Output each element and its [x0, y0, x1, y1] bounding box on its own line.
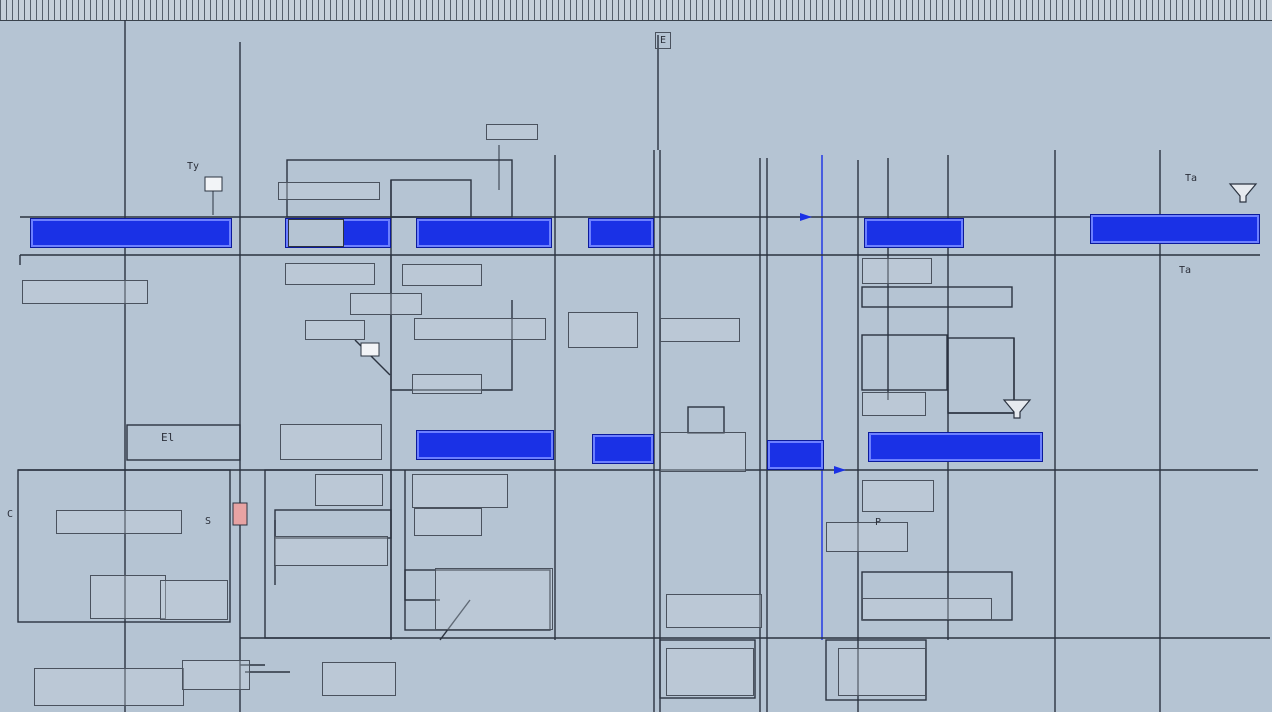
- label-ty: Ty: [187, 161, 200, 172]
- bar-g[interactable]: [416, 430, 554, 460]
- bar-b[interactable]: [285, 218, 391, 248]
- label-p: P: [875, 517, 882, 528]
- annotation-box: [414, 318, 546, 340]
- bar-a[interactable]: [30, 218, 232, 248]
- bar-b-inner-box: [288, 219, 344, 247]
- annotation-box: [22, 280, 148, 304]
- title-note: E: [655, 32, 672, 49]
- box: [687, 406, 725, 434]
- box: [861, 334, 948, 391]
- annotation-box: [486, 124, 538, 140]
- annotation-box: [862, 598, 992, 620]
- ruler-tick-strip: [0, 0, 1272, 21]
- label-el: El: [161, 431, 175, 444]
- marker: [232, 502, 248, 526]
- annotation-box: [862, 392, 926, 416]
- annotation-box: [90, 575, 166, 619]
- annotation-box: [412, 474, 508, 508]
- connector: [439, 599, 471, 641]
- annotation-box: [862, 258, 932, 284]
- bar-d[interactable]: [588, 218, 654, 248]
- annotation-box: [305, 320, 365, 340]
- label-ta-2: Ta: [1185, 173, 1198, 184]
- bar-h-left[interactable]: [592, 434, 654, 464]
- box: [825, 639, 927, 701]
- funnel-icon: [1002, 399, 1032, 419]
- annotation-box: [660, 432, 746, 472]
- label-c: C: [7, 509, 14, 520]
- annotation-box: [182, 660, 250, 690]
- label-ta: Ta: [1179, 265, 1192, 276]
- annotation-box: [568, 312, 638, 348]
- bar-c[interactable]: [416, 218, 552, 248]
- annotation-box: [285, 263, 375, 285]
- annotation-box: [414, 508, 482, 536]
- annotation-box: [666, 648, 754, 696]
- annotation-box: [826, 522, 908, 552]
- label-s: S: [205, 516, 212, 527]
- annotation-box: [660, 318, 740, 342]
- box: [861, 571, 1013, 621]
- annotation-box: [666, 594, 762, 628]
- box: [17, 469, 231, 623]
- box: [659, 639, 756, 699]
- annotation-box: [274, 536, 388, 566]
- annotation-box: [402, 264, 482, 286]
- bar-h-right[interactable]: [767, 440, 824, 470]
- annotation-box: [315, 474, 383, 506]
- annotation-box: [280, 424, 382, 460]
- box: [390, 179, 472, 218]
- annotation-box: [350, 293, 422, 315]
- annotation-box: [278, 182, 380, 200]
- bar-e[interactable]: [864, 218, 964, 248]
- annotation-box: [435, 568, 553, 630]
- marker: [204, 176, 223, 192]
- annotation-box: [862, 480, 934, 512]
- annotation-box: [838, 648, 926, 696]
- annotation-box: [412, 374, 482, 394]
- bar-f[interactable]: [1090, 214, 1260, 244]
- connector: [404, 470, 440, 601]
- annotation-box: [322, 662, 396, 696]
- funnel-icon: [1228, 183, 1258, 203]
- connector: [390, 255, 513, 391]
- annotation-box: [34, 668, 184, 706]
- arrow-head: [834, 466, 846, 474]
- bar-i[interactable]: [868, 432, 1043, 462]
- box: [861, 286, 1013, 308]
- arrow-head: [800, 213, 812, 221]
- marker: [360, 342, 380, 357]
- box: [126, 424, 241, 461]
- annotation-box: [56, 510, 182, 534]
- box: [274, 509, 392, 539]
- annotation-box: [160, 580, 228, 620]
- box: [264, 469, 392, 639]
